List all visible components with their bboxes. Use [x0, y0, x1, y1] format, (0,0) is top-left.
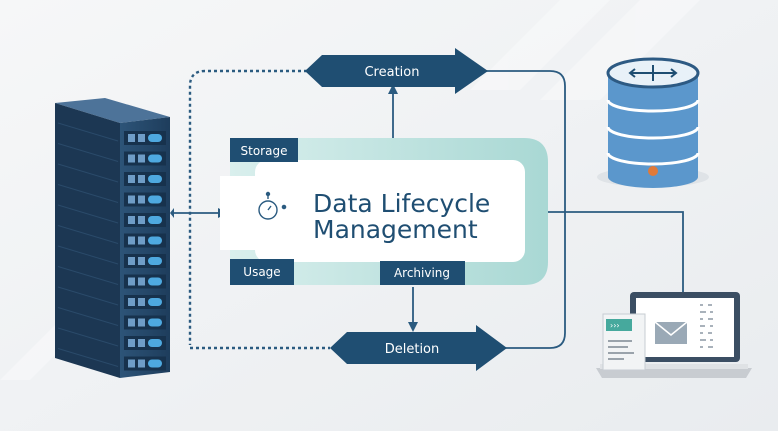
stage-storage-label: Storage — [241, 144, 288, 158]
database-icon — [597, 57, 709, 188]
stage-deletion: Deletion — [330, 325, 507, 371]
diagram-title-line2: Management — [313, 215, 478, 244]
stage-usage: Usage — [230, 259, 294, 285]
stage-creation: Creation — [305, 48, 488, 94]
stage-usage-label: Usage — [243, 265, 280, 279]
server-unit — [57, 266, 166, 289]
diagram-title-line1: Data Lifecycle — [313, 189, 490, 218]
email-icon — [654, 321, 688, 344]
document-icon: ››› — [602, 313, 646, 371]
stage-archiving-label: Archiving — [394, 266, 450, 280]
server-unit — [57, 184, 166, 207]
stage-deletion-label: Deletion — [385, 342, 440, 357]
connector-lines — [174, 69, 684, 350]
stage-creation-label: Creation — [364, 65, 419, 80]
central-panel — [220, 138, 548, 285]
server-unit — [57, 163, 166, 186]
server-unit — [57, 245, 166, 268]
server-unit — [57, 327, 166, 350]
server-unit — [57, 204, 166, 227]
server-unit — [57, 225, 166, 248]
server-unit — [57, 307, 166, 330]
stage-storage: Storage — [230, 138, 298, 162]
server-unit — [57, 143, 166, 166]
server-units — [57, 122, 166, 371]
database-arrows-icon — [628, 65, 678, 81]
server-unit — [57, 286, 166, 309]
server-unit — [57, 122, 166, 145]
server-rack-icon — [55, 98, 170, 378]
laptop-code-lines — [700, 304, 713, 348]
stage-archiving: Archiving — [380, 261, 465, 285]
database-status-indicator — [648, 166, 658, 176]
svg-text:›››: ››› — [610, 321, 620, 330]
server-unit — [57, 348, 166, 371]
clock-icon — [258, 191, 287, 220]
